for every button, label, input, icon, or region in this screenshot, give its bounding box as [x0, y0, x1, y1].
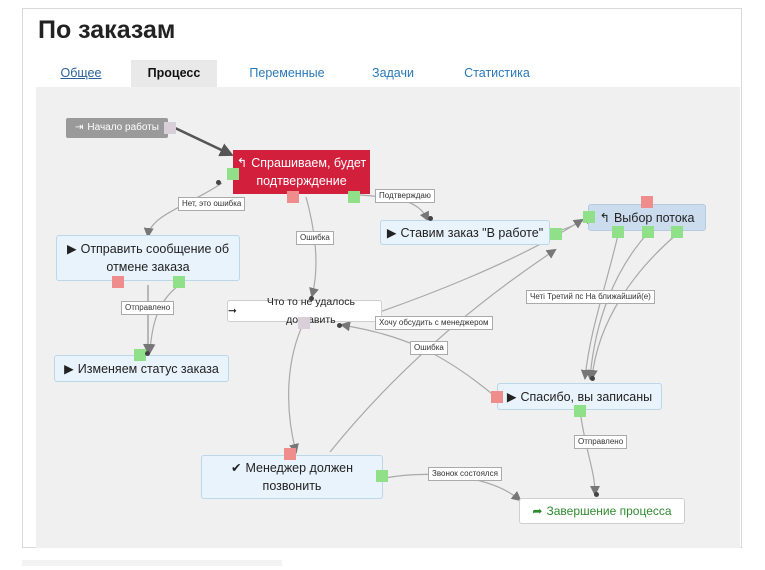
node-finish[interactable]: ➦ Завершение процесса: [519, 498, 685, 524]
port-sendcancel-err[interactable]: [112, 276, 124, 288]
port-thanks-sent[interactable]: [574, 405, 586, 417]
node-manager-line1: ✔Менеджер должен: [230, 461, 354, 475]
play-icon: ▶: [66, 242, 77, 256]
node-ask-line1: ↰Спрашиваем, будет: [236, 156, 367, 170]
page-title: По заказам: [38, 16, 176, 44]
node-thanks-label: Спасибо, вы записаны: [520, 389, 653, 404]
anchor-dot: [309, 296, 314, 301]
tab-variables[interactable]: Переменные: [249, 66, 325, 80]
edge-label-confirm: Подтверждаю: [375, 189, 435, 203]
port-choose-out-1[interactable]: [612, 226, 624, 238]
anchor-dot: [337, 323, 342, 328]
node-set-status[interactable]: ▶ Изменяем статус заказа: [54, 355, 229, 382]
sign-out-icon: ➦: [532, 504, 543, 518]
port-thanks-err[interactable]: [491, 391, 503, 403]
node-choose-flow[interactable]: ↰ Выбор потока: [588, 204, 706, 231]
node-start-label: Начало работы: [87, 122, 159, 133]
edge-label-sent-2: Отправлено: [574, 435, 628, 449]
node-send-cancel-line2: отмене заказа: [106, 260, 190, 274]
node-choose-flow-label: Выбор потока: [613, 210, 695, 225]
play-icon: ▶: [386, 225, 397, 240]
node-start[interactable]: ⇥ Начало работы: [66, 118, 168, 138]
port-manager-out[interactable]: [376, 470, 388, 482]
reply-icon: ↰: [599, 210, 610, 225]
anchor-dot: [428, 216, 433, 221]
node-set-in-work[interactable]: ▶ Ставим заказ "В работе": [380, 220, 550, 245]
edge-label-discuss: Хочу обсудить с менеджером: [375, 316, 493, 330]
reply-icon: ↰: [236, 156, 248, 170]
port-choose-top[interactable]: [641, 196, 653, 208]
port-ask-out-error[interactable]: [287, 191, 299, 203]
node-send-cancel[interactable]: ▶Отправить сообщение об отмене заказа: [56, 235, 240, 281]
node-send-cancel-line1: ▶Отправить сообщение об: [66, 242, 230, 256]
arrow-right-icon: ➞: [228, 305, 237, 317]
port-start-out[interactable]: [164, 122, 176, 134]
node-ask-confirmation[interactable]: ↰Спрашиваем, будет подтверждение: [233, 150, 370, 194]
tab-statistics[interactable]: Статистика: [464, 66, 530, 80]
port-manager-in[interactable]: [284, 448, 296, 460]
node-set-status-label: Изменяем статус заказа: [77, 361, 219, 376]
port-choose-out-2[interactable]: [642, 226, 654, 238]
anchor-dot: [594, 492, 599, 497]
port-choose-out-3[interactable]: [671, 226, 683, 238]
node-manager-call[interactable]: ✔Менеджер должен позвонить: [201, 455, 383, 499]
edge-label-sent-1: Отправлено: [121, 301, 175, 315]
port-failed-out[interactable]: [298, 317, 310, 329]
node-manager-line2: позвонить: [262, 479, 322, 493]
port-choose-in[interactable]: [583, 211, 595, 223]
port-sendcancel-sent[interactable]: [173, 276, 185, 288]
sign-in-icon: ⇥: [75, 122, 84, 133]
anchor-dot: [590, 376, 595, 381]
port-status-in[interactable]: [134, 349, 146, 361]
edge-label-options: Четі Третий пс На ближайший(е): [526, 290, 655, 304]
tab-tasks[interactable]: Задачи: [372, 66, 414, 80]
port-ask-out-no[interactable]: [227, 168, 239, 180]
play-icon: ▶: [506, 389, 517, 404]
play-icon: ▶: [64, 361, 74, 376]
anchor-dot: [216, 180, 221, 185]
edge-label-error-1: Ошибка: [296, 231, 334, 245]
scroll-strip: [22, 560, 282, 566]
node-in-work-label: Ставим заказ "В работе": [400, 225, 544, 240]
edge-label-no-error: Нет, это ошибка: [178, 197, 246, 211]
node-finish-label: Завершение процесса: [546, 504, 672, 518]
tab-process[interactable]: Процесс: [131, 60, 217, 87]
port-ask-out-confirm[interactable]: [348, 191, 360, 203]
tab-general[interactable]: Общее: [60, 66, 102, 80]
port-inwork-out[interactable]: [550, 228, 562, 240]
check-icon: ✔: [230, 461, 242, 475]
node-ask-line2: подтверждение: [256, 174, 347, 188]
edge-label-error-2: Ошибка: [410, 341, 448, 355]
anchor-dot: [145, 351, 150, 356]
edge-label-call-done: Звонок состоялся: [428, 467, 502, 481]
